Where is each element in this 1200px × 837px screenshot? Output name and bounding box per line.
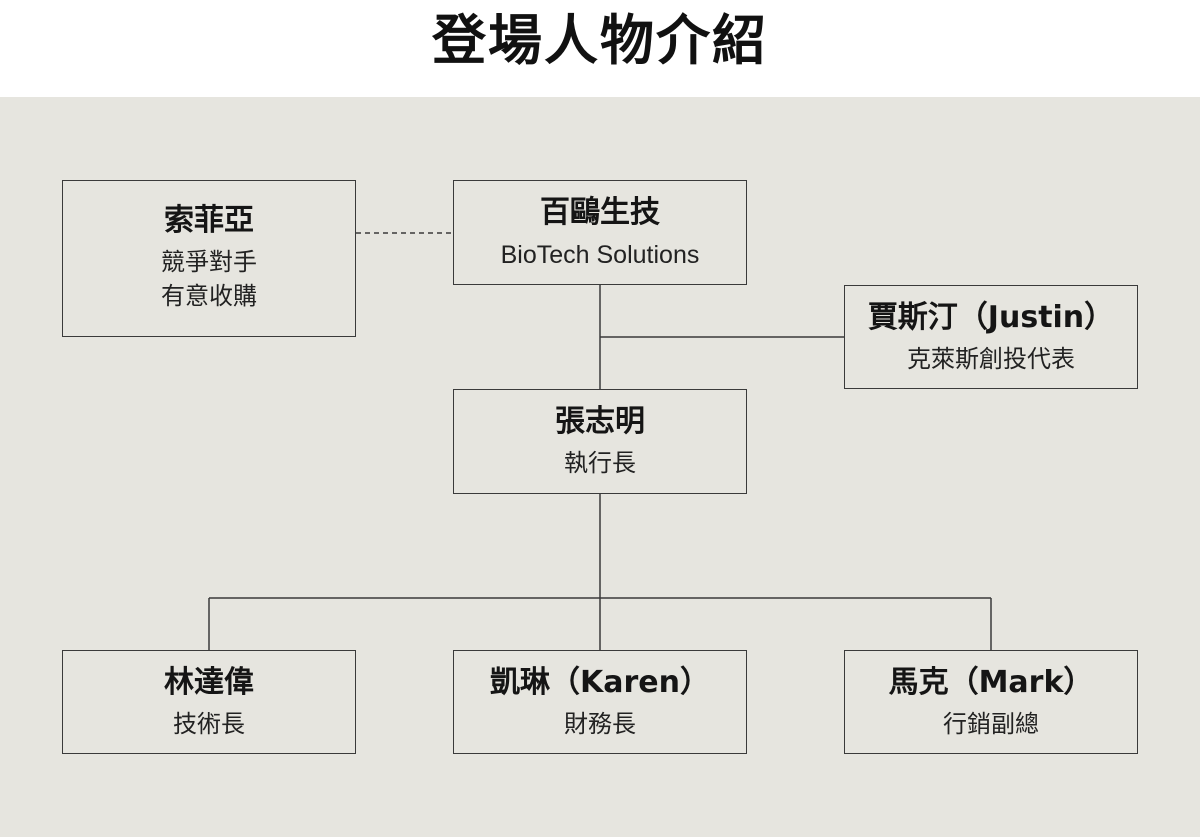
node-company: 百鷗生技 BioTech Solutions [453,180,747,285]
node-cfo: 凱琳（Karen） 財務長 [453,650,747,754]
node-role: 技術長 [173,710,245,738]
header: 登場人物介紹 [0,0,1200,97]
node-ceo: 張志明 執行長 [453,389,747,494]
node-vp-marketing: 馬克（Mark） 行銷副總 [844,650,1138,754]
node-name: 張志明 [555,404,645,439]
node-name: 凱琳（Karen） [490,665,710,700]
node-name: 馬克（Mark） [888,665,1094,700]
node-role: 有意收購 [161,282,257,310]
node-justin: 賈斯汀（Justin） 克萊斯創投代表 [844,285,1138,389]
node-name: 林達偉 [164,665,254,700]
node-role: 財務長 [564,710,636,738]
node-sofia: 索菲亞 競爭對手 有意收購 [62,180,356,337]
node-name: 百鷗生技 [540,195,660,230]
node-role: 行銷副總 [943,710,1039,738]
node-name-en: BioTech Solutions [500,241,700,269]
node-role: 克萊斯創投代表 [907,345,1075,373]
node-cto: 林達偉 技術長 [62,650,356,754]
node-name: 賈斯汀（Justin） [867,300,1115,335]
node-role: 執行長 [564,449,636,477]
node-name: 索菲亞 [164,203,254,238]
node-role: 競爭對手 [161,248,257,276]
page-title: 登場人物介紹 [432,9,768,72]
